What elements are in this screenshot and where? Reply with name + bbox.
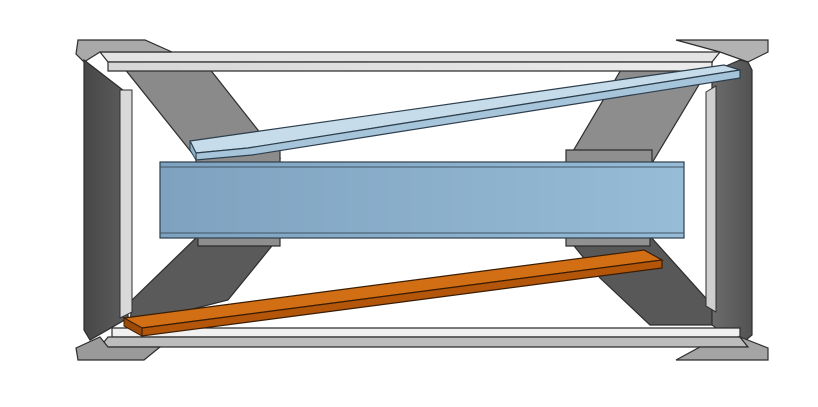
top-rail-front	[107, 61, 713, 72]
diagonal-brace-bottom-right[interactable]	[564, 235, 713, 326]
bottom-rail-front	[98, 336, 750, 348]
outer-frame[interactable]	[75, 39, 769, 361]
top-rail-face	[98, 51, 722, 63]
bottom-right-flange	[675, 335, 769, 361]
pad-top-right	[565, 149, 653, 164]
light-blue-slat[interactable]	[189, 64, 741, 162]
orange-slat[interactable]	[122, 249, 664, 337]
right-post-inner	[705, 85, 717, 313]
center-beam[interactable]	[159, 161, 685, 239]
top-right-flange	[675, 39, 769, 63]
right-post	[711, 59, 753, 346]
left-post-inner	[119, 89, 133, 319]
top-left-flange	[75, 39, 173, 63]
bottom-left-flange	[75, 336, 162, 361]
left-post	[83, 58, 129, 341]
bottom-rail-face	[111, 327, 741, 338]
